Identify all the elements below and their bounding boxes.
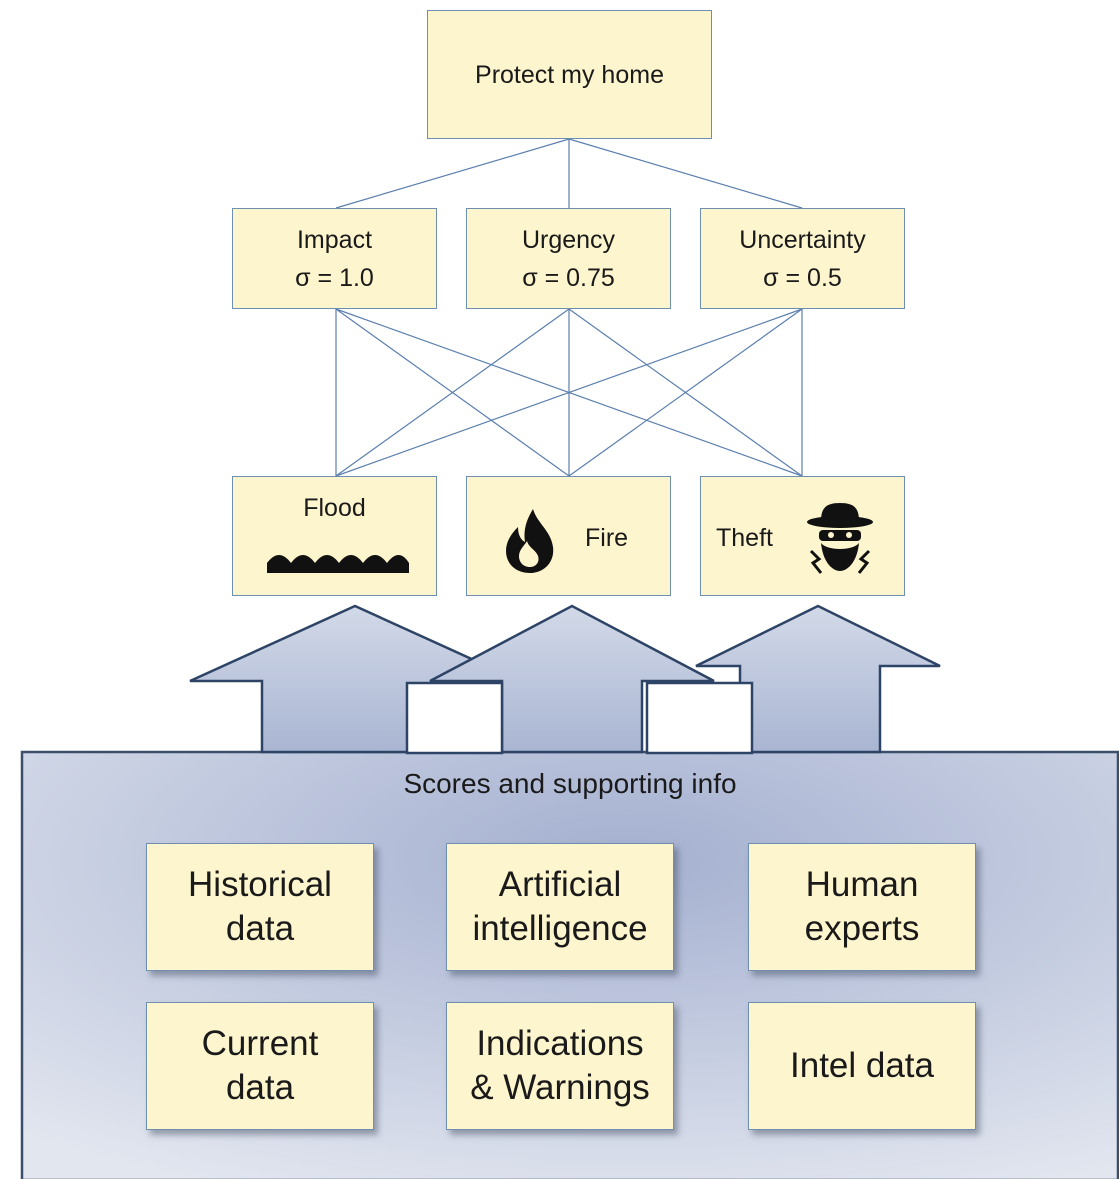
source-line1: Human <box>805 865 919 904</box>
connector-goal-impact <box>335 138 570 209</box>
alternative-name: Flood <box>303 494 366 522</box>
source-line1: Artificial <box>498 865 622 904</box>
criteria-connectors <box>335 308 803 477</box>
goal-label: Protect my home <box>475 60 664 89</box>
panel-title: Scores and supporting info <box>403 768 737 799</box>
source-line1: Intel data <box>790 1046 934 1085</box>
arrow-up-center <box>429 604 715 754</box>
source-intel-data: Intel data <box>748 1002 976 1130</box>
source-historical-data: Historical data <box>146 843 374 971</box>
alternative-fire: Fire <box>466 476 671 596</box>
source-line1: Indications <box>476 1024 644 1063</box>
criterion-name: Uncertainty <box>739 225 866 254</box>
source-artificial-intelligence: Artificial intelligence <box>446 843 674 971</box>
criterion-weight: σ = 1.0 <box>295 263 374 292</box>
criterion-weight: σ = 0.75 <box>522 263 615 292</box>
source-human-experts: Human experts <box>748 843 976 971</box>
source-line2: intelligence <box>472 909 648 948</box>
alternative-name: Theft <box>716 524 773 552</box>
arrow-up-right <box>695 604 941 754</box>
flame-icon <box>506 509 554 573</box>
source-line1: Historical <box>188 865 332 904</box>
source-line2: experts <box>804 909 920 948</box>
waves-icon <box>267 555 409 573</box>
goal-box: Protect my home <box>427 10 712 139</box>
criterion-impact: Impact σ = 1.0 <box>232 208 437 309</box>
source-line2: & Warnings <box>470 1068 650 1107</box>
alternative-name: Fire <box>585 524 629 552</box>
alternative-flood: Flood <box>232 476 437 596</box>
criterion-uncertainty: Uncertainty σ = 0.5 <box>700 208 905 309</box>
goal-connectors <box>335 138 803 209</box>
criterion-urgency: Urgency σ = 0.75 <box>466 208 671 309</box>
upward-arrows <box>189 604 941 754</box>
source-line2: data <box>225 1068 295 1107</box>
criterion-name: Urgency <box>521 225 616 254</box>
arrow-gap-right <box>645 681 754 755</box>
alternative-theft: Theft <box>700 476 905 596</box>
source-line2: data <box>225 909 295 948</box>
criterion-weight: σ = 0.5 <box>763 263 842 292</box>
source-indications-warnings: Indications & Warnings <box>446 1002 674 1130</box>
connector-goal-uncertainty <box>568 138 803 209</box>
source-current-data: Current data <box>146 1002 374 1130</box>
burglar-icon <box>807 503 873 574</box>
criterion-name: Impact <box>296 225 373 254</box>
arrow-gap-left <box>405 681 504 755</box>
source-line1: Current <box>201 1024 319 1063</box>
